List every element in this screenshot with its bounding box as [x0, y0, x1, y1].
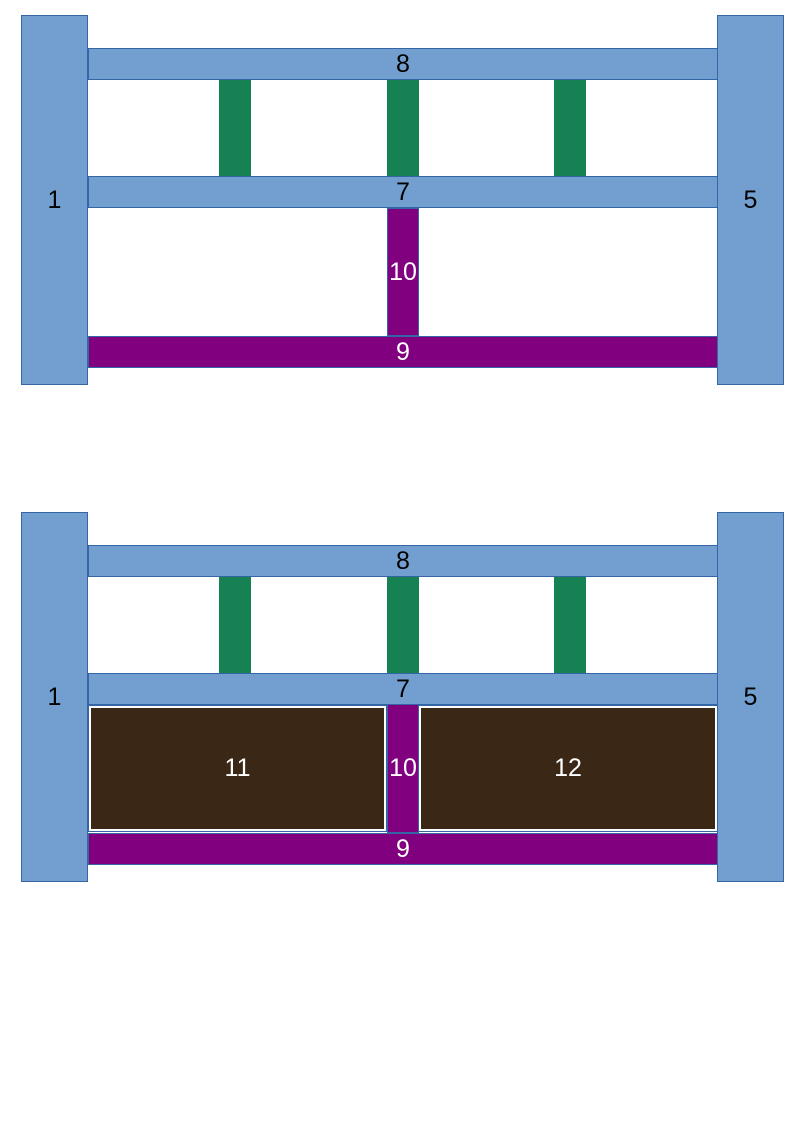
- right-post-label: 5: [743, 185, 758, 214]
- frame-diagram-bottom: 1 5 8 7 11 10 12 9: [0, 497, 794, 882]
- right-post: 5: [717, 15, 784, 385]
- baluster-right: [554, 80, 586, 176]
- bottom-rail-label: 9: [396, 834, 410, 863]
- baluster-left: [219, 577, 251, 673]
- top-rail-label: 8: [396, 49, 410, 78]
- middle-rail-label: 7: [396, 177, 410, 206]
- right-panel: 12: [418, 705, 718, 832]
- center-post: 10: [387, 704, 419, 833]
- left-panel: 11: [88, 705, 387, 832]
- center-post-label: 10: [389, 257, 417, 286]
- left-post: 1: [21, 512, 88, 882]
- center-post-label: 10: [389, 754, 417, 782]
- bottom-rail-label: 9: [396, 337, 410, 366]
- bottom-rail: 9: [88, 336, 718, 368]
- top-rail: 8: [88, 48, 718, 80]
- left-panel-label: 11: [224, 754, 251, 782]
- center-post: 10: [387, 208, 419, 336]
- middle-rail-label: 7: [396, 674, 410, 703]
- left-post: 1: [21, 15, 88, 385]
- baluster-left: [219, 80, 251, 176]
- baluster-center: [387, 80, 419, 176]
- left-post-label: 1: [47, 185, 62, 214]
- frame-diagram-top: 1 5 8 7 10 9: [0, 0, 794, 385]
- right-post-label: 5: [743, 682, 758, 711]
- bottom-rail: 9: [88, 833, 718, 865]
- baluster-right: [554, 577, 586, 673]
- right-panel-label: 12: [554, 754, 582, 782]
- left-post-label: 1: [47, 682, 62, 711]
- right-post: 5: [717, 512, 784, 882]
- middle-rail: 7: [88, 176, 718, 208]
- top-rail: 8: [88, 545, 718, 577]
- top-rail-label: 8: [396, 546, 410, 575]
- baluster-center: [387, 577, 419, 673]
- middle-rail: 7: [88, 673, 718, 705]
